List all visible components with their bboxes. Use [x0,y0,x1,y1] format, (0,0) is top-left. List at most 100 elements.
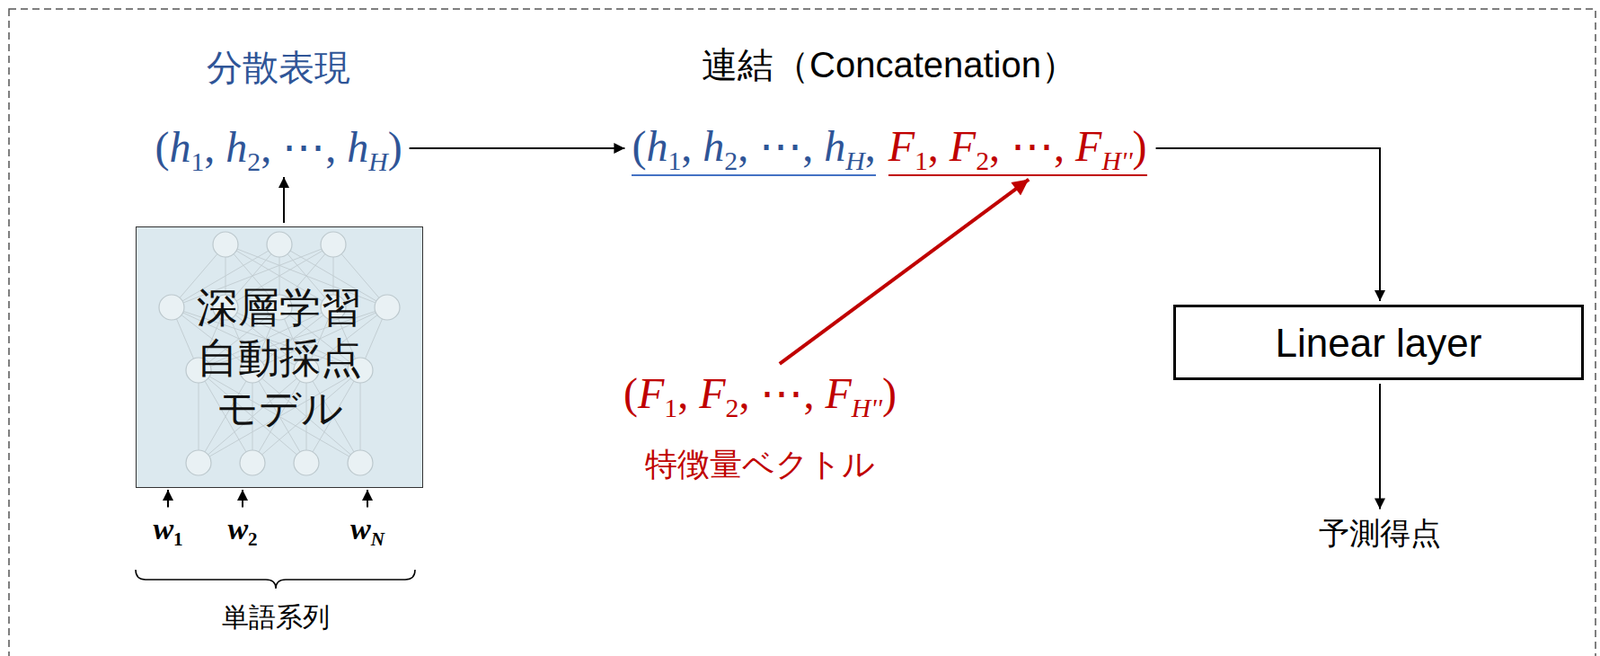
notation-subscript: 2 [724,145,738,176]
arrow-connector [167,489,169,508]
linear-layer-box: Linear layer [1173,304,1584,381]
text-row: 連結（Concatenation） [701,43,1078,87]
notation-variable: h [645,122,668,170]
group-label: 単語系列 [221,601,330,634]
input-token: w2 [227,510,257,548]
concatenation-group: 連結（Concatenation）(h1, h2, ⋯, hH,F1, F2, … [631,43,1147,177]
notation-variable: h [823,122,846,170]
representation-group: 分散表現(h1, h2, ⋯, hH) [154,45,402,174]
notation-part: ( [623,369,638,417]
text-row: 特徴量ベクトル [645,444,876,484]
notation-part: , [865,122,876,170]
vector-notation: F1, F2, ⋯, FH'') [888,120,1148,177]
arrow-connector [1156,148,1380,301]
notation-part: ) [882,369,897,417]
notation-part: ( [154,123,169,171]
arrow-connector [1379,383,1381,510]
token-symbol: w2 [227,510,257,548]
output-label: 予測得点 [1318,514,1441,552]
text-row: 深層学習 自動採点 モデル [196,282,363,434]
vector-notation: (h1, h2, ⋯, hH, [631,120,876,177]
box-label: 深層学習 自動採点 モデル [196,282,363,434]
notation-variable: h [225,123,248,171]
notation-part: , ⋯, [737,122,824,170]
network-unit [347,450,373,476]
network-unit [293,450,319,476]
notation-subscript: 1 [190,146,204,177]
vector-notation: (F1, F2, ⋯, FH'') [623,367,897,420]
text-row: 予測得点 [1318,514,1441,552]
notation-variable: h [346,123,369,171]
notation-subscript: 2 [247,146,261,177]
input-token: wN [350,510,385,548]
notation-subscript: 2 [247,527,258,549]
notation-subscript: 2 [725,391,740,422]
feature-group: (F1, F2, ⋯, FH'')特徴量ベクトル [623,367,897,484]
text-row: wN [350,510,385,548]
text-row: Linear layer [1275,318,1483,367]
notation-subscript: 1 [914,145,929,176]
notation-subscript: 1 [667,145,681,176]
notation-variable: F [1075,122,1102,170]
text-row: w2 [227,510,257,548]
notation-subscript: H [845,145,866,176]
notation-part: , ⋯, [260,123,347,171]
input-token: w1 [152,510,183,548]
notation-variable: F [949,122,976,170]
curly-brace [135,569,416,589]
notation-variable: w [350,512,372,546]
network-unit [374,294,400,320]
notation-variable: F [698,369,725,417]
dashed-frame [8,8,1596,656]
network-unit [320,231,346,257]
notation-subscript: 2 [975,145,990,176]
notation-subscript: 1 [173,527,184,549]
network-unit [266,231,292,257]
network-link [198,370,200,463]
network-unit [239,450,266,476]
model-box: 深層学習 自動採点 モデル [135,226,424,488]
arrow-connector [779,179,1029,364]
box-label: Linear layer [1275,318,1483,367]
notation-subscript: 1 [663,391,678,422]
notation-part: ) [1132,122,1148,170]
token-symbol: w1 [152,510,183,548]
notation-variable: h [168,123,191,171]
notation-part: , [677,369,699,417]
arrow-connector [241,489,244,508]
notation-subscript: H [368,146,389,177]
text-row: (F1, F2, ⋯, FH'') [623,367,897,420]
notation-variable: F [888,122,915,170]
arrow-connector [366,489,369,508]
section-heading: 分散表現 [206,45,351,89]
text-row: w1 [152,510,183,548]
text-row: 分散表現 [206,45,351,89]
arrow-connector [409,147,626,150]
notation-part: , ⋯, [989,122,1076,170]
notation-subscript: H'' [851,391,883,422]
section-heading: 連結（Concatenation） [701,43,1078,87]
token-symbol: wN [350,510,385,548]
output-text: 予測得点 [1318,514,1441,552]
notation-variable: F [824,369,851,417]
vector-notation: (h1, h2, ⋯, hH) [154,121,402,174]
notation-variable: w [152,512,174,546]
notation-subscript: H'' [1101,145,1132,176]
notation-variable: F [637,369,664,417]
notation-part: , [680,122,703,170]
notation-part: , [203,123,226,171]
text-row: (h1, h2, ⋯, hH) [154,121,402,174]
network-unit [159,294,185,320]
notation-part: ) [388,123,403,171]
caption-text: 特徴量ベクトル [645,444,876,484]
network-unit [185,450,212,476]
notation-subscript: N [371,527,385,549]
notation-part: , [928,122,950,170]
notation-part: ( [631,122,646,170]
notation-part: , ⋯, [738,369,825,417]
neural-network-picture [159,231,400,476]
model-box-fill [135,226,424,488]
notation-variable: h [702,122,725,170]
